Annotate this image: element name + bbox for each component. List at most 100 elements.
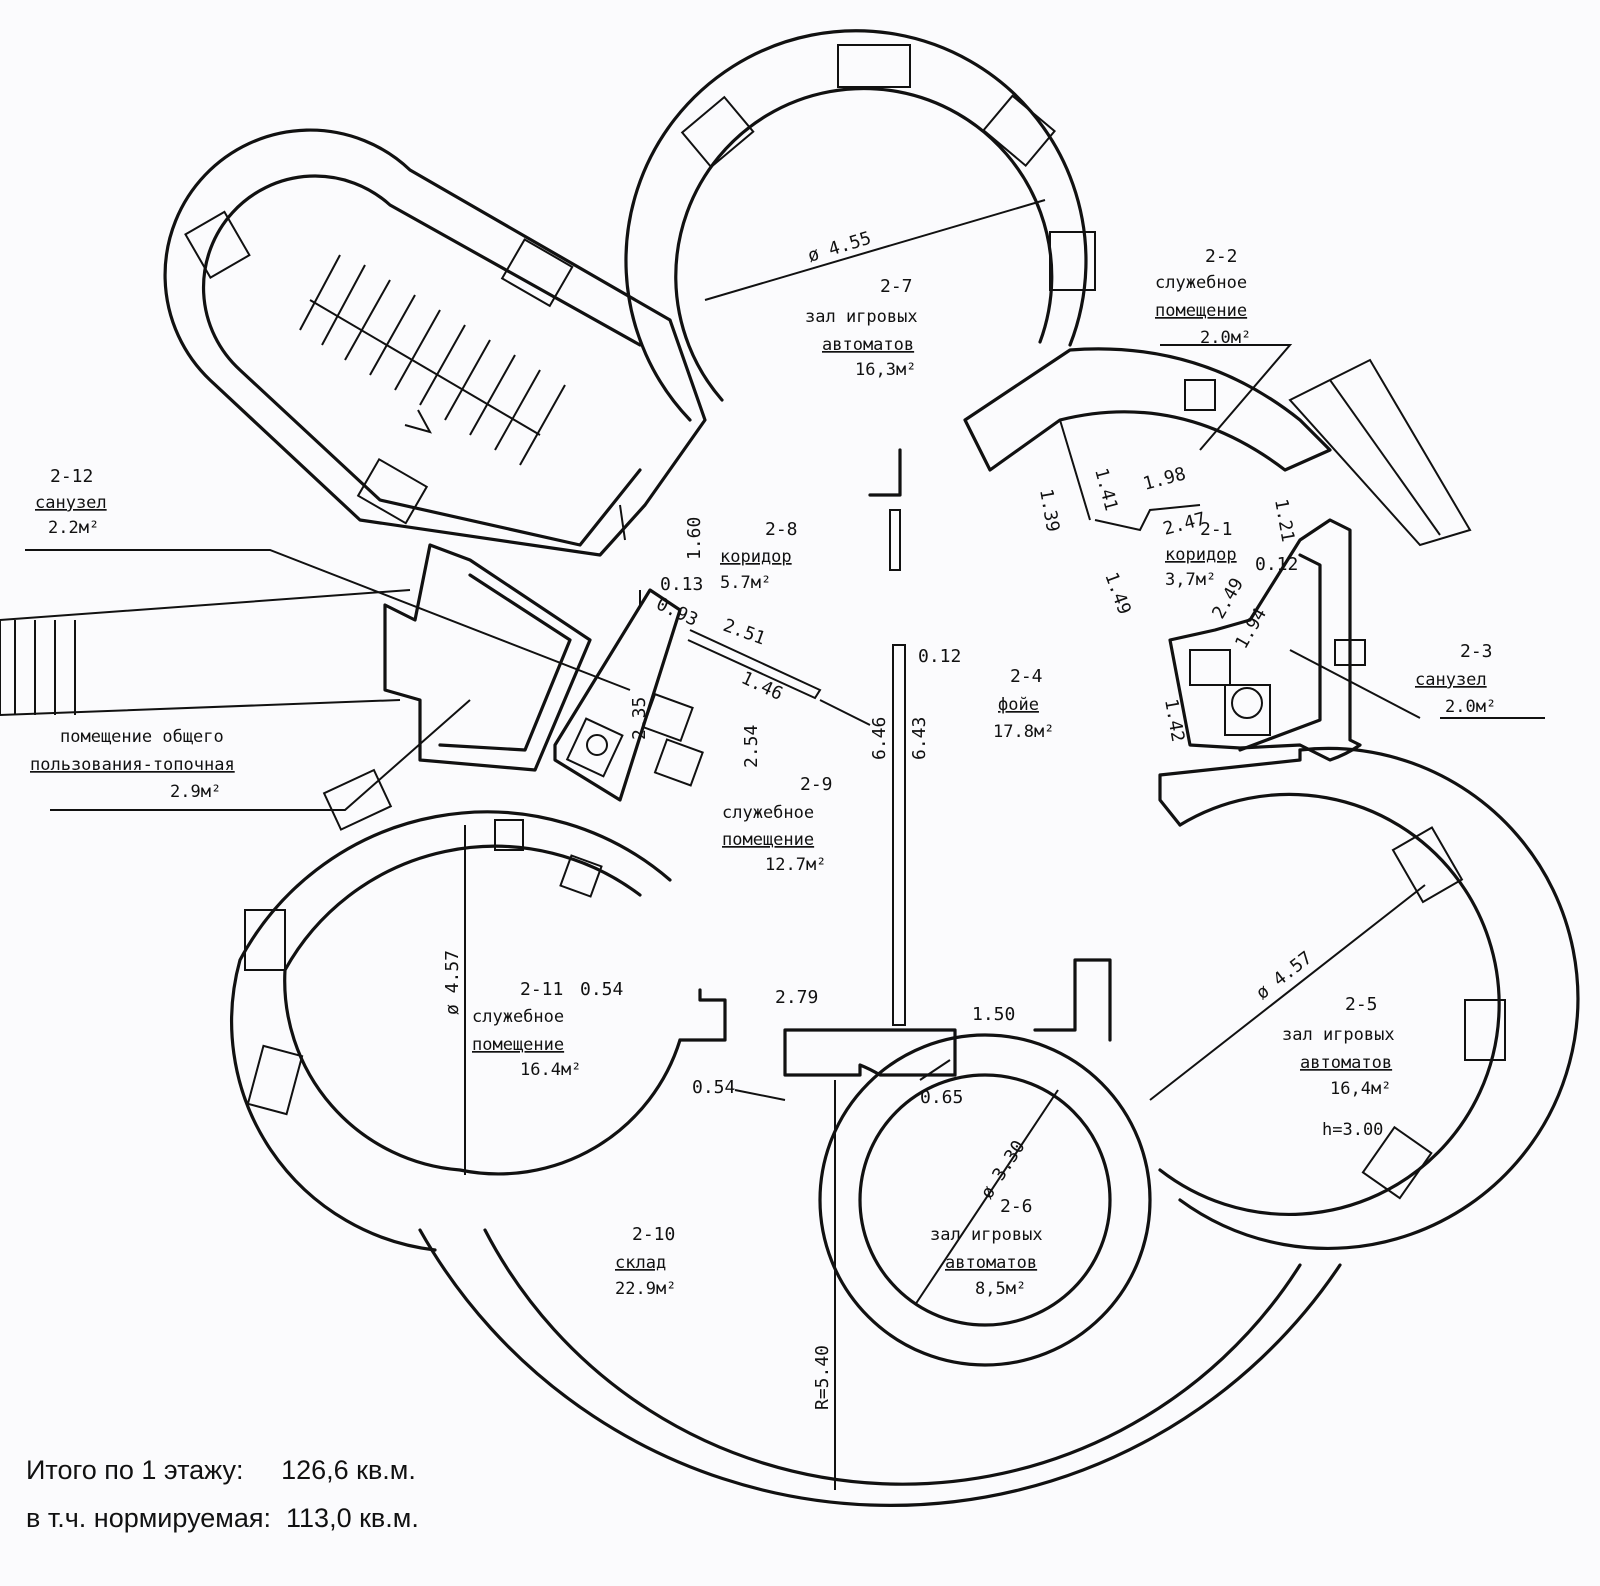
room-2-3-label: 2-3 санузел 2.0м² (1415, 641, 1496, 717)
svg-text:h=3.00: h=3.00 (1322, 1120, 1383, 1140)
svg-text:помещение: помещение (1155, 301, 1247, 321)
svg-text:2-9: 2-9 (800, 774, 833, 795)
svg-text:коридор: коридор (1165, 545, 1237, 565)
room-2-7-label: 2-7 зал игровых автоматов 16,3м² (805, 276, 918, 380)
boiler-room-label: помещение общего пользования-топочная 2.… (30, 727, 235, 802)
total-floor-label: Итого по 1 этажу: (26, 1455, 244, 1485)
boiler-room (0, 543, 592, 772)
svg-text:зал игровых: зал игровых (930, 1225, 1043, 1245)
svg-text:2-7: 2-7 (880, 276, 913, 297)
svg-text:2.51: 2.51 (720, 615, 768, 650)
room-2-9-fixtures (553, 588, 822, 802)
svg-text:фойе: фойе (998, 695, 1039, 715)
svg-text:0.13: 0.13 (660, 574, 703, 595)
svg-text:1.42: 1.42 (1160, 697, 1188, 743)
room-2-1-label: 2-1 коридор 3,7м² (1165, 519, 1237, 590)
total-normed-value: 113,0 кв.м. (286, 1503, 419, 1533)
room-2-6-walls (818, 1033, 1152, 1367)
svg-text:3,7м²: 3,7м² (1165, 570, 1216, 590)
room-2-5-label: 2-5 зал игровых автоматов 16,4м² h=3.00 (1282, 994, 1395, 1140)
svg-text:R=5.40: R=5.40 (812, 1345, 833, 1410)
svg-text:1.21: 1.21 (1270, 497, 1298, 543)
room-2-4-label: 2-4 фойе 17.8м² (993, 666, 1054, 742)
svg-text:служебное: служебное (1155, 273, 1247, 293)
room-2-2-label: 2-2 служебное помещение 2.0м² (1155, 246, 1251, 348)
svg-text:2.0м²: 2.0м² (1200, 328, 1251, 348)
svg-text:12.7м²: 12.7м² (765, 855, 826, 875)
svg-text:автоматов: автоматов (1300, 1053, 1392, 1073)
svg-text:ø 4.57: ø 4.57 (442, 950, 463, 1015)
svg-text:0.12: 0.12 (918, 646, 961, 667)
svg-text:6.46: 6.46 (869, 717, 890, 760)
svg-text:16.4м²: 16.4м² (520, 1060, 581, 1080)
svg-text:6.43: 6.43 (909, 717, 930, 760)
room-2-11-walls (230, 768, 727, 1252)
svg-text:2.54: 2.54 (741, 725, 762, 768)
svg-text:склад: склад (615, 1253, 666, 1273)
svg-text:1.39: 1.39 (1035, 487, 1063, 533)
svg-text:помещение: помещение (722, 830, 814, 850)
svg-text:зал игровых: зал игровых (1282, 1025, 1395, 1045)
svg-text:2.9м²: 2.9м² (170, 782, 221, 802)
svg-text:2-1: 2-1 (1200, 519, 1233, 540)
dimension-lines (25, 199, 1545, 1490)
svg-text:2-12: 2-12 (50, 466, 93, 487)
svg-text:0.93: 0.93 (653, 593, 701, 630)
svg-text:2-3: 2-3 (1460, 641, 1493, 662)
svg-text:1.41: 1.41 (1090, 466, 1122, 513)
svg-text:2-10: 2-10 (632, 1224, 675, 1245)
room-2-11-label: 2-11 служебное помещение 16.4м² (472, 979, 581, 1080)
svg-text:1.94: 1.94 (1231, 604, 1271, 652)
svg-text:1.60: 1.60 (684, 517, 705, 560)
svg-text:служебное: служебное (722, 803, 814, 823)
svg-text:2.79: 2.79 (775, 987, 818, 1008)
svg-text:2.35: 2.35 (629, 697, 650, 740)
svg-text:16,4м²: 16,4м² (1330, 1079, 1391, 1099)
svg-text:помещение: помещение (472, 1035, 564, 1055)
room-2-6-label: 2-6 зал игровых автоматов 8,5м² (930, 1196, 1043, 1299)
svg-text:2-2: 2-2 (1205, 246, 1238, 267)
room-2-10-walls (418, 1228, 1342, 1507)
svg-text:пользования-топочная: пользования-топочная (30, 755, 235, 775)
total-normed-area: в т.ч. нормируемая: 113,0 кв.м. (26, 1503, 419, 1534)
svg-text:22.9м²: 22.9м² (615, 1279, 676, 1299)
svg-text:5.7м²: 5.7м² (720, 573, 771, 593)
svg-text:0.65: 0.65 (920, 1087, 963, 1108)
svg-text:1.50: 1.50 (972, 1004, 1015, 1025)
svg-text:коридор: коридор (720, 547, 792, 567)
room-2-12-label: 2-12 санузел 2.2м² (35, 466, 107, 538)
room-2-3-walls (1168, 518, 1366, 762)
svg-text:2-8: 2-8 (765, 519, 798, 540)
room-2-9-label: 2-9 служебное помещение 12.7м² (722, 774, 833, 875)
svg-text:2-5: 2-5 (1345, 994, 1378, 1015)
svg-text:2-6: 2-6 (1000, 1196, 1033, 1217)
room-2-8-label: 2-8 коридор 5.7м² (720, 519, 798, 593)
total-floor-value: 126,6 кв.м. (281, 1455, 416, 1485)
svg-text:1.98: 1.98 (1141, 463, 1188, 495)
svg-text:служебное: служебное (472, 1007, 564, 1027)
svg-text:0.54: 0.54 (580, 979, 623, 1000)
room-2-5-walls (1158, 746, 1580, 1251)
svg-text:санузел: санузел (35, 493, 107, 513)
svg-text:0.54: 0.54 (692, 1077, 735, 1098)
svg-text:помещение общего: помещение общего (60, 727, 224, 747)
svg-text:автоматов: автоматов (945, 1253, 1037, 1273)
room-2-7-walls (624, 29, 1096, 497)
central-walls (783, 509, 1112, 1077)
svg-text:санузел: санузел (1415, 670, 1487, 690)
svg-text:2-11: 2-11 (520, 979, 563, 1000)
svg-text:8,5м²: 8,5м² (975, 1279, 1026, 1299)
svg-text:автоматов: автоматов (822, 335, 914, 355)
total-normed-label: в т.ч. нормируемая: (26, 1503, 272, 1533)
svg-text:2.2м²: 2.2м² (48, 518, 99, 538)
room-2-2-walls (963, 347, 1472, 547)
svg-text:2-4: 2-4 (1010, 666, 1043, 687)
svg-text:1.49: 1.49 (1100, 570, 1135, 618)
staircase (163, 128, 707, 557)
svg-text:17.8м²: 17.8м² (993, 722, 1054, 742)
svg-text:0.12: 0.12 (1255, 554, 1298, 575)
svg-text:ø 3.30: ø 3.30 (977, 1137, 1030, 1203)
svg-text:зал игровых: зал игровых (805, 307, 918, 327)
